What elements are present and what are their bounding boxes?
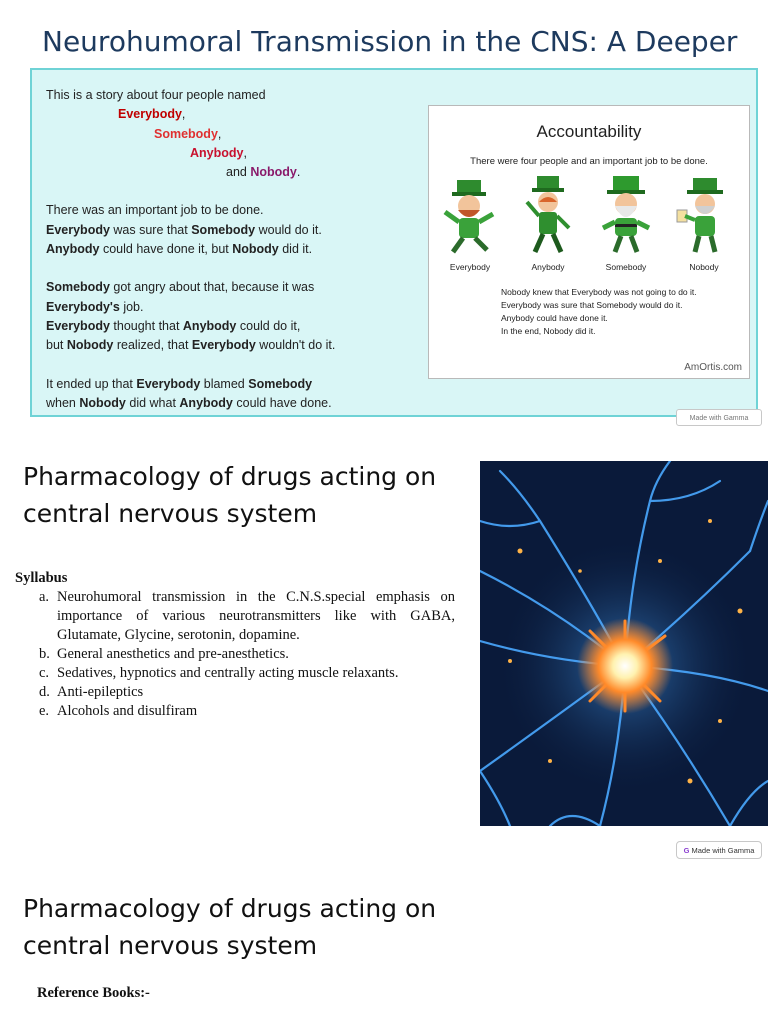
leprechaun-icon [601, 176, 651, 253]
list-item: a.Neurohumoral transmission in the C.N.S… [39, 589, 455, 643]
name-anybody: Anybody [190, 145, 244, 160]
leprechaun-icon [443, 180, 495, 254]
story-text: This is a story about four people named … [46, 86, 426, 413]
list-item: e.Alcohols and disulfiram [39, 703, 198, 719]
name-everybody: Everybody [118, 107, 182, 122]
slide3-title: Pharmacology of drugs acting on central … [23, 894, 437, 960]
accountability-line: In the end, Nobody did it. [501, 326, 596, 336]
story-line: It ended up that Everybody blamed Somebo… [46, 376, 313, 391]
gamma-logo-icon: G [683, 846, 690, 855]
story-line: Everybody's job. [46, 299, 144, 314]
figure-label: Anybody [531, 262, 565, 272]
accountability-subtitle: There were four people and an important … [470, 156, 708, 167]
story-line: Everybody was sure that Somebody would d… [46, 222, 322, 237]
reference-books-heading: Reference Books:- [37, 985, 150, 1001]
image-credit: AmOrtis.com [684, 362, 742, 373]
figure-anybody: Anybody [513, 172, 583, 272]
neuron-image [480, 461, 768, 826]
figure-label: Somebody [605, 262, 647, 272]
story-line: when Nobody did what Anybody could have … [46, 395, 332, 410]
accountability-line: Nobody knew that Everybody was not going… [501, 287, 697, 297]
list-item: b.General anesthetics and pre-anesthetic… [39, 646, 289, 662]
syllabus-section: Syllabus a.Neurohumoral transmission in … [15, 569, 455, 721]
leprechaun-icon [676, 178, 723, 253]
story-line: Anybody could have done it, but Nobody d… [46, 242, 313, 257]
leprechaun-figures: Everybody Anybody [435, 172, 745, 272]
story-line: Somebody got angry about that, because i… [46, 280, 315, 295]
figure-somebody: Somebody [591, 172, 661, 272]
slide1-title: Neurohumoral Transmission in the CNS: A … [42, 25, 742, 58]
and-word: and [226, 165, 247, 180]
story-line: Everybody thought that Anybody could do … [46, 318, 301, 333]
leprechaun-icon [525, 176, 571, 254]
accountability-card: Accountability There were four people an… [428, 105, 750, 379]
made-with-gamma-badge[interactable]: G Made with Gamma [676, 841, 762, 859]
story-line: but Nobody realized, that Everybody woul… [46, 338, 336, 353]
neuron-illustration [480, 461, 768, 826]
list-item: d.Anti-epileptics [39, 684, 144, 700]
figure-label: Everybody [449, 262, 491, 272]
figure-everybody: Everybody [435, 172, 505, 272]
name-somebody: Somebody [154, 126, 218, 141]
figure-nobody: Nobody [669, 172, 739, 272]
story-line: There was an important job to be done. [46, 203, 264, 218]
accountability-title: Accountability [536, 122, 642, 141]
accountability-line: Everybody was sure that Somebody would d… [501, 300, 683, 310]
accountability-lines: Nobody knew that Everybody was not going… [501, 286, 697, 338]
accountability-line: Anybody could have done it. [501, 313, 608, 323]
slide2-title: Pharmacology of drugs acting on central … [23, 462, 437, 528]
story-intro: This is a story about four people named [46, 88, 266, 102]
list-item: c.Sedatives, hypnotics and centrally act… [39, 665, 399, 681]
story-image-panel: This is a story about four people named … [30, 68, 758, 417]
syllabus-list: a.Neurohumoral transmission in the C.N.S… [15, 588, 455, 721]
syllabus-heading: Syllabus [15, 570, 68, 586]
made-with-gamma-badge[interactable]: Made with Gamma [676, 409, 762, 426]
name-nobody: Nobody [250, 165, 297, 180]
figure-label: Nobody [689, 262, 719, 272]
